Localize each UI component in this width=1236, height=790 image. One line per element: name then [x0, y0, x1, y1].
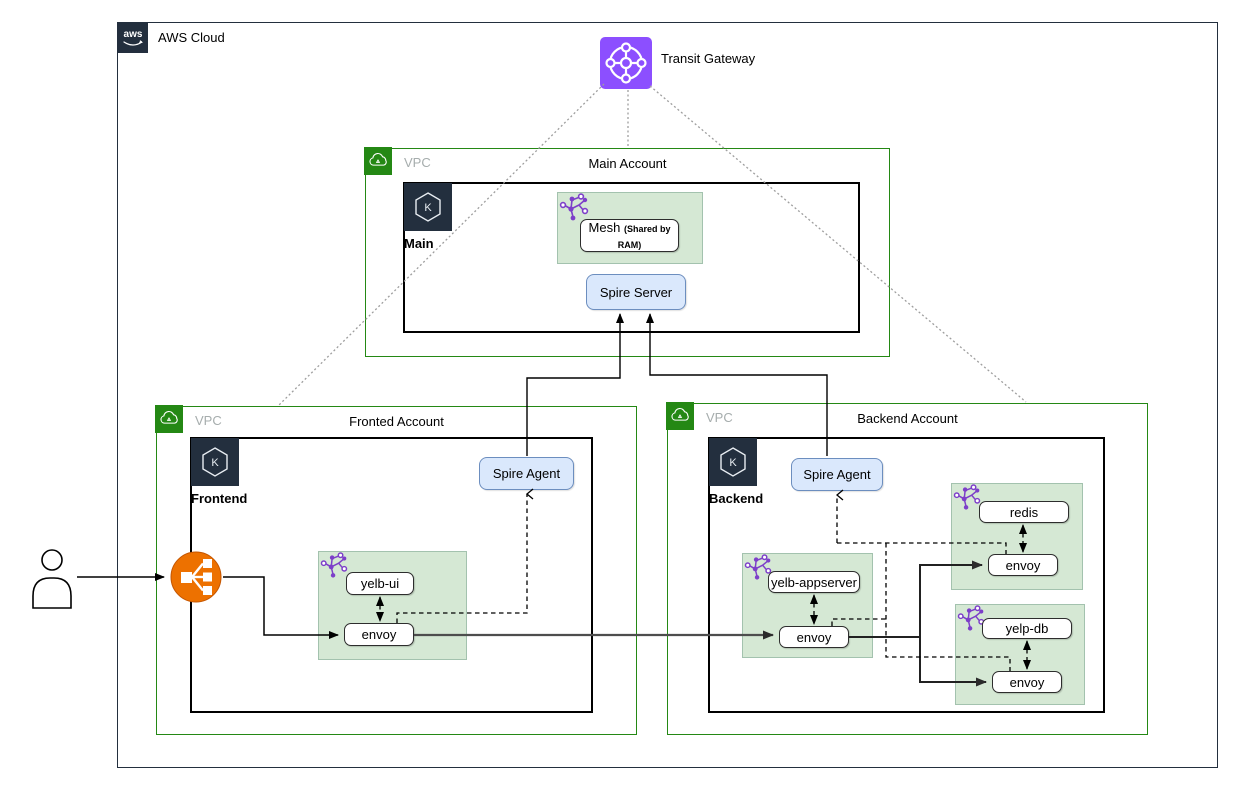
frontend-account-label: Fronted Account: [349, 414, 444, 429]
svg-text:K: K: [211, 457, 219, 469]
yelp-db-envoy-node: envoy: [992, 671, 1062, 693]
aws-cloud-label: AWS Cloud: [158, 30, 225, 45]
backend-envoy-node: envoy: [779, 626, 849, 648]
frontend-vpc-label: VPC: [195, 413, 222, 428]
user-icon: [28, 546, 76, 615]
spire-agent-label: Spire Agent: [803, 467, 871, 482]
main-account-label: Main Account: [588, 156, 667, 171]
aws-cloud-container: aws AWS Cloud: [117, 22, 1218, 768]
frontend-spire-agent-node: Spire Agent: [479, 457, 574, 490]
envoy-label: envoy: [1009, 674, 1045, 690]
mesh-title: Mesh: [588, 219, 621, 235]
transit-gateway-icon: [600, 37, 652, 89]
frontend-envoy-node: envoy: [344, 623, 414, 646]
envoy-label: envoy: [361, 627, 397, 642]
backend-cluster-label: Backend: [709, 491, 764, 506]
app-mesh-icon: [953, 484, 981, 517]
load-balancer-icon: [170, 551, 222, 608]
redis-node: redis: [979, 501, 1069, 523]
main-cluster-label: Main: [404, 236, 434, 251]
app-mesh-icon: [320, 552, 348, 585]
mesh-node: Mesh (Shared by RAM): [580, 219, 679, 252]
redis-envoy-node: envoy: [988, 554, 1058, 576]
spire-server-label: Spire Server: [599, 284, 673, 300]
frontend-vpc: VPC Fronted Account: [155, 405, 637, 735]
yelb-appserver-node: yelb-appserver: [768, 571, 860, 593]
backend-account-label: Backend Account: [857, 411, 958, 426]
transit-gateway-label: Transit Gateway: [661, 51, 756, 66]
yelb-ui-node: yelb-ui: [346, 572, 414, 595]
frontend-cluster-label: Frontend: [191, 491, 248, 506]
eks-icon: K: [191, 438, 239, 486]
redis-label: redis: [1009, 504, 1039, 520]
eks-icon: K: [709, 438, 757, 486]
backend-eks-cluster: [708, 437, 1105, 713]
aws-logo-text: aws: [124, 29, 143, 40]
yelp-db-node: yelp-db: [982, 618, 1072, 639]
yelp-db-label: yelp-db: [1005, 621, 1049, 636]
yelb-ui-label: yelb-ui: [360, 576, 400, 591]
envoy-label: envoy: [1005, 557, 1041, 573]
vpc-icon: [155, 405, 184, 434]
aws-logo-icon: aws: [118, 23, 148, 53]
envoy-label: envoy: [796, 629, 832, 645]
yelb-appserver-label: yelb-appserver: [771, 574, 857, 590]
app-mesh-icon: [957, 605, 985, 638]
mesh-subtitle: (Shared by RAM): [617, 223, 671, 250]
spire-server-node: Spire Server: [586, 274, 686, 310]
svg-text:K: K: [729, 457, 737, 469]
spire-agent-label: Spire Agent: [492, 466, 561, 481]
eks-icon: K: [404, 183, 452, 231]
svg-text:K: K: [424, 202, 432, 214]
backend-spire-agent-node: Spire Agent: [791, 458, 883, 491]
